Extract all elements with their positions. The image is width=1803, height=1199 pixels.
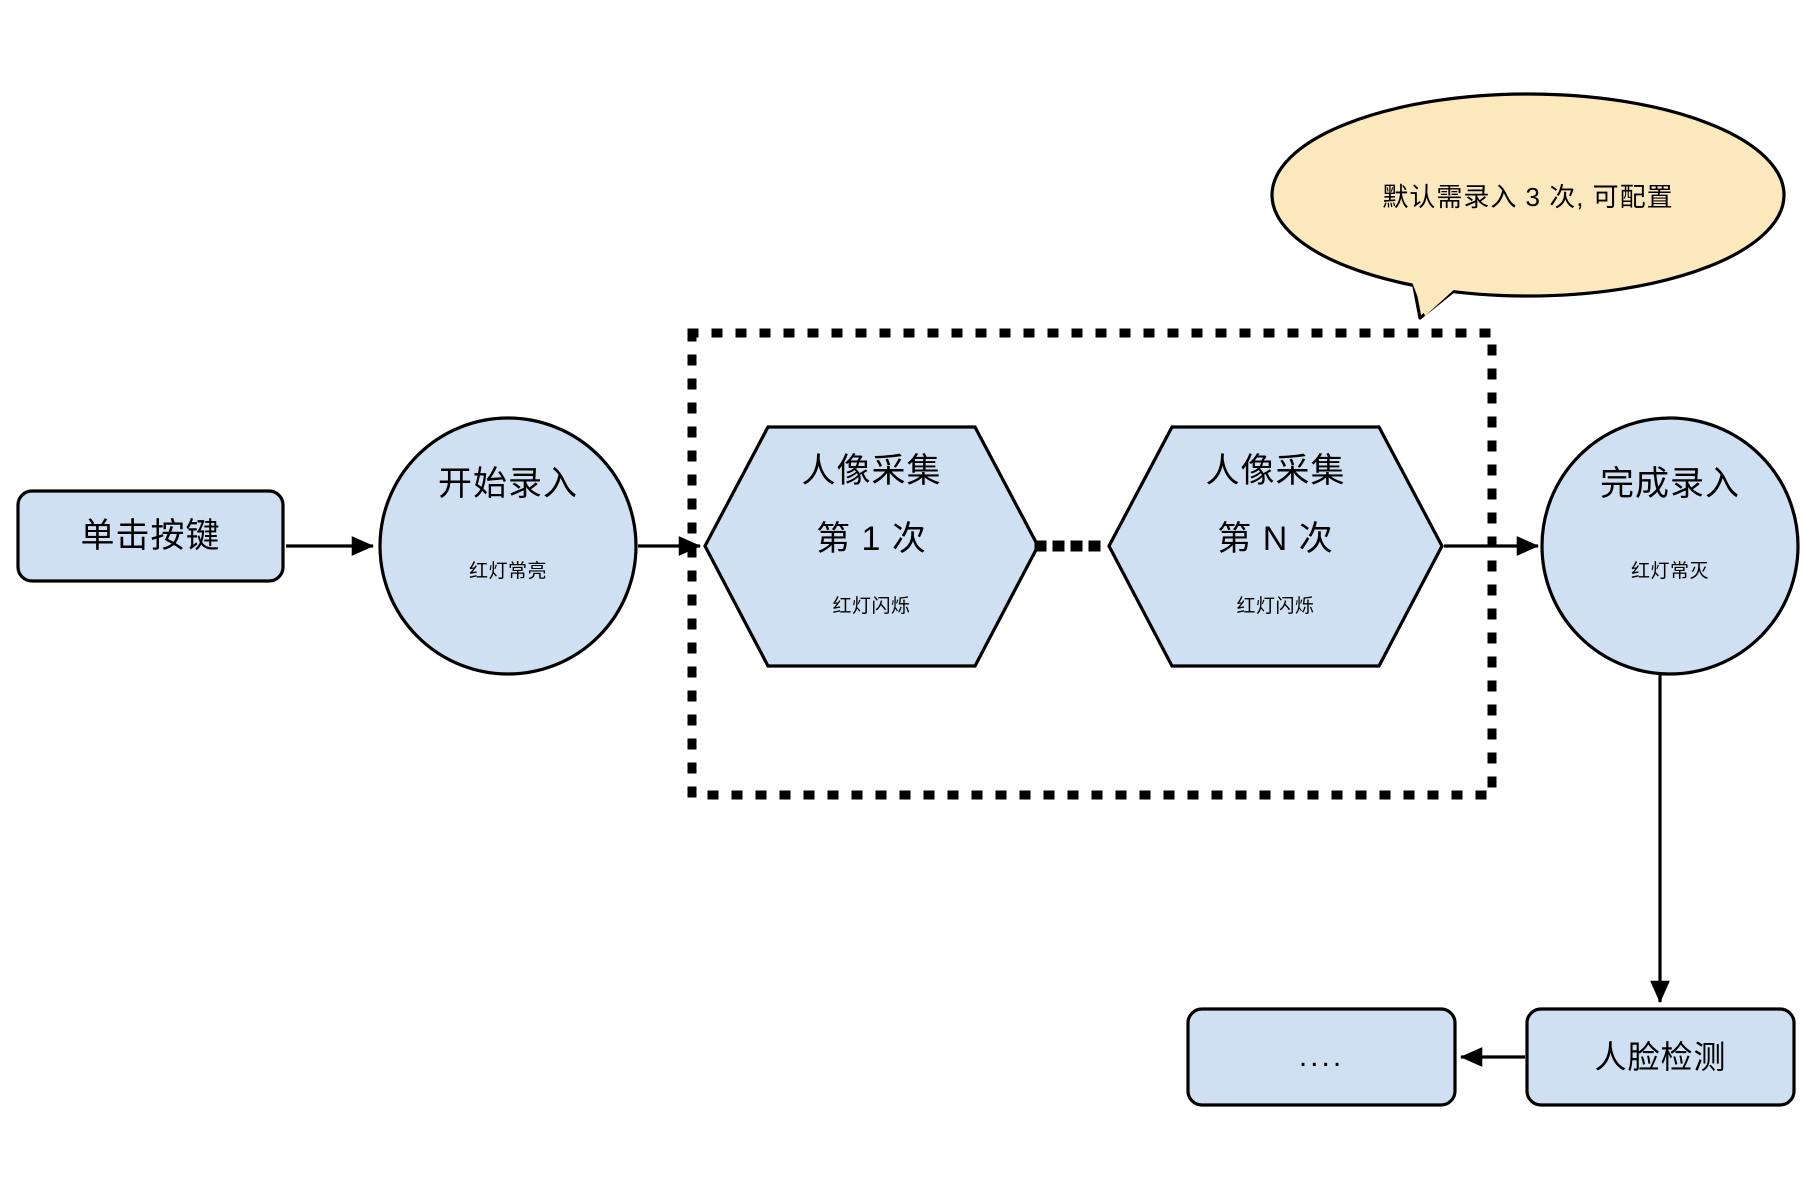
node-press-key-shape[interactable] [16, 489, 285, 583]
node-more-steps-shape[interactable] [1186, 1007, 1457, 1107]
callout-tail-cover [1412, 277, 1468, 316]
capture-loop-group-border [687, 328, 1497, 800]
node-capture-nth-shape[interactable] [1107, 425, 1444, 668]
node-face-detect-shape[interactable] [1525, 1007, 1796, 1107]
node-start-enroll-shape[interactable] [378, 416, 638, 676]
node-capture-first-shape[interactable] [703, 425, 1040, 668]
node-finish-enroll-shape[interactable] [1540, 416, 1800, 676]
callout-bubble-shape [1270, 92, 1786, 298]
